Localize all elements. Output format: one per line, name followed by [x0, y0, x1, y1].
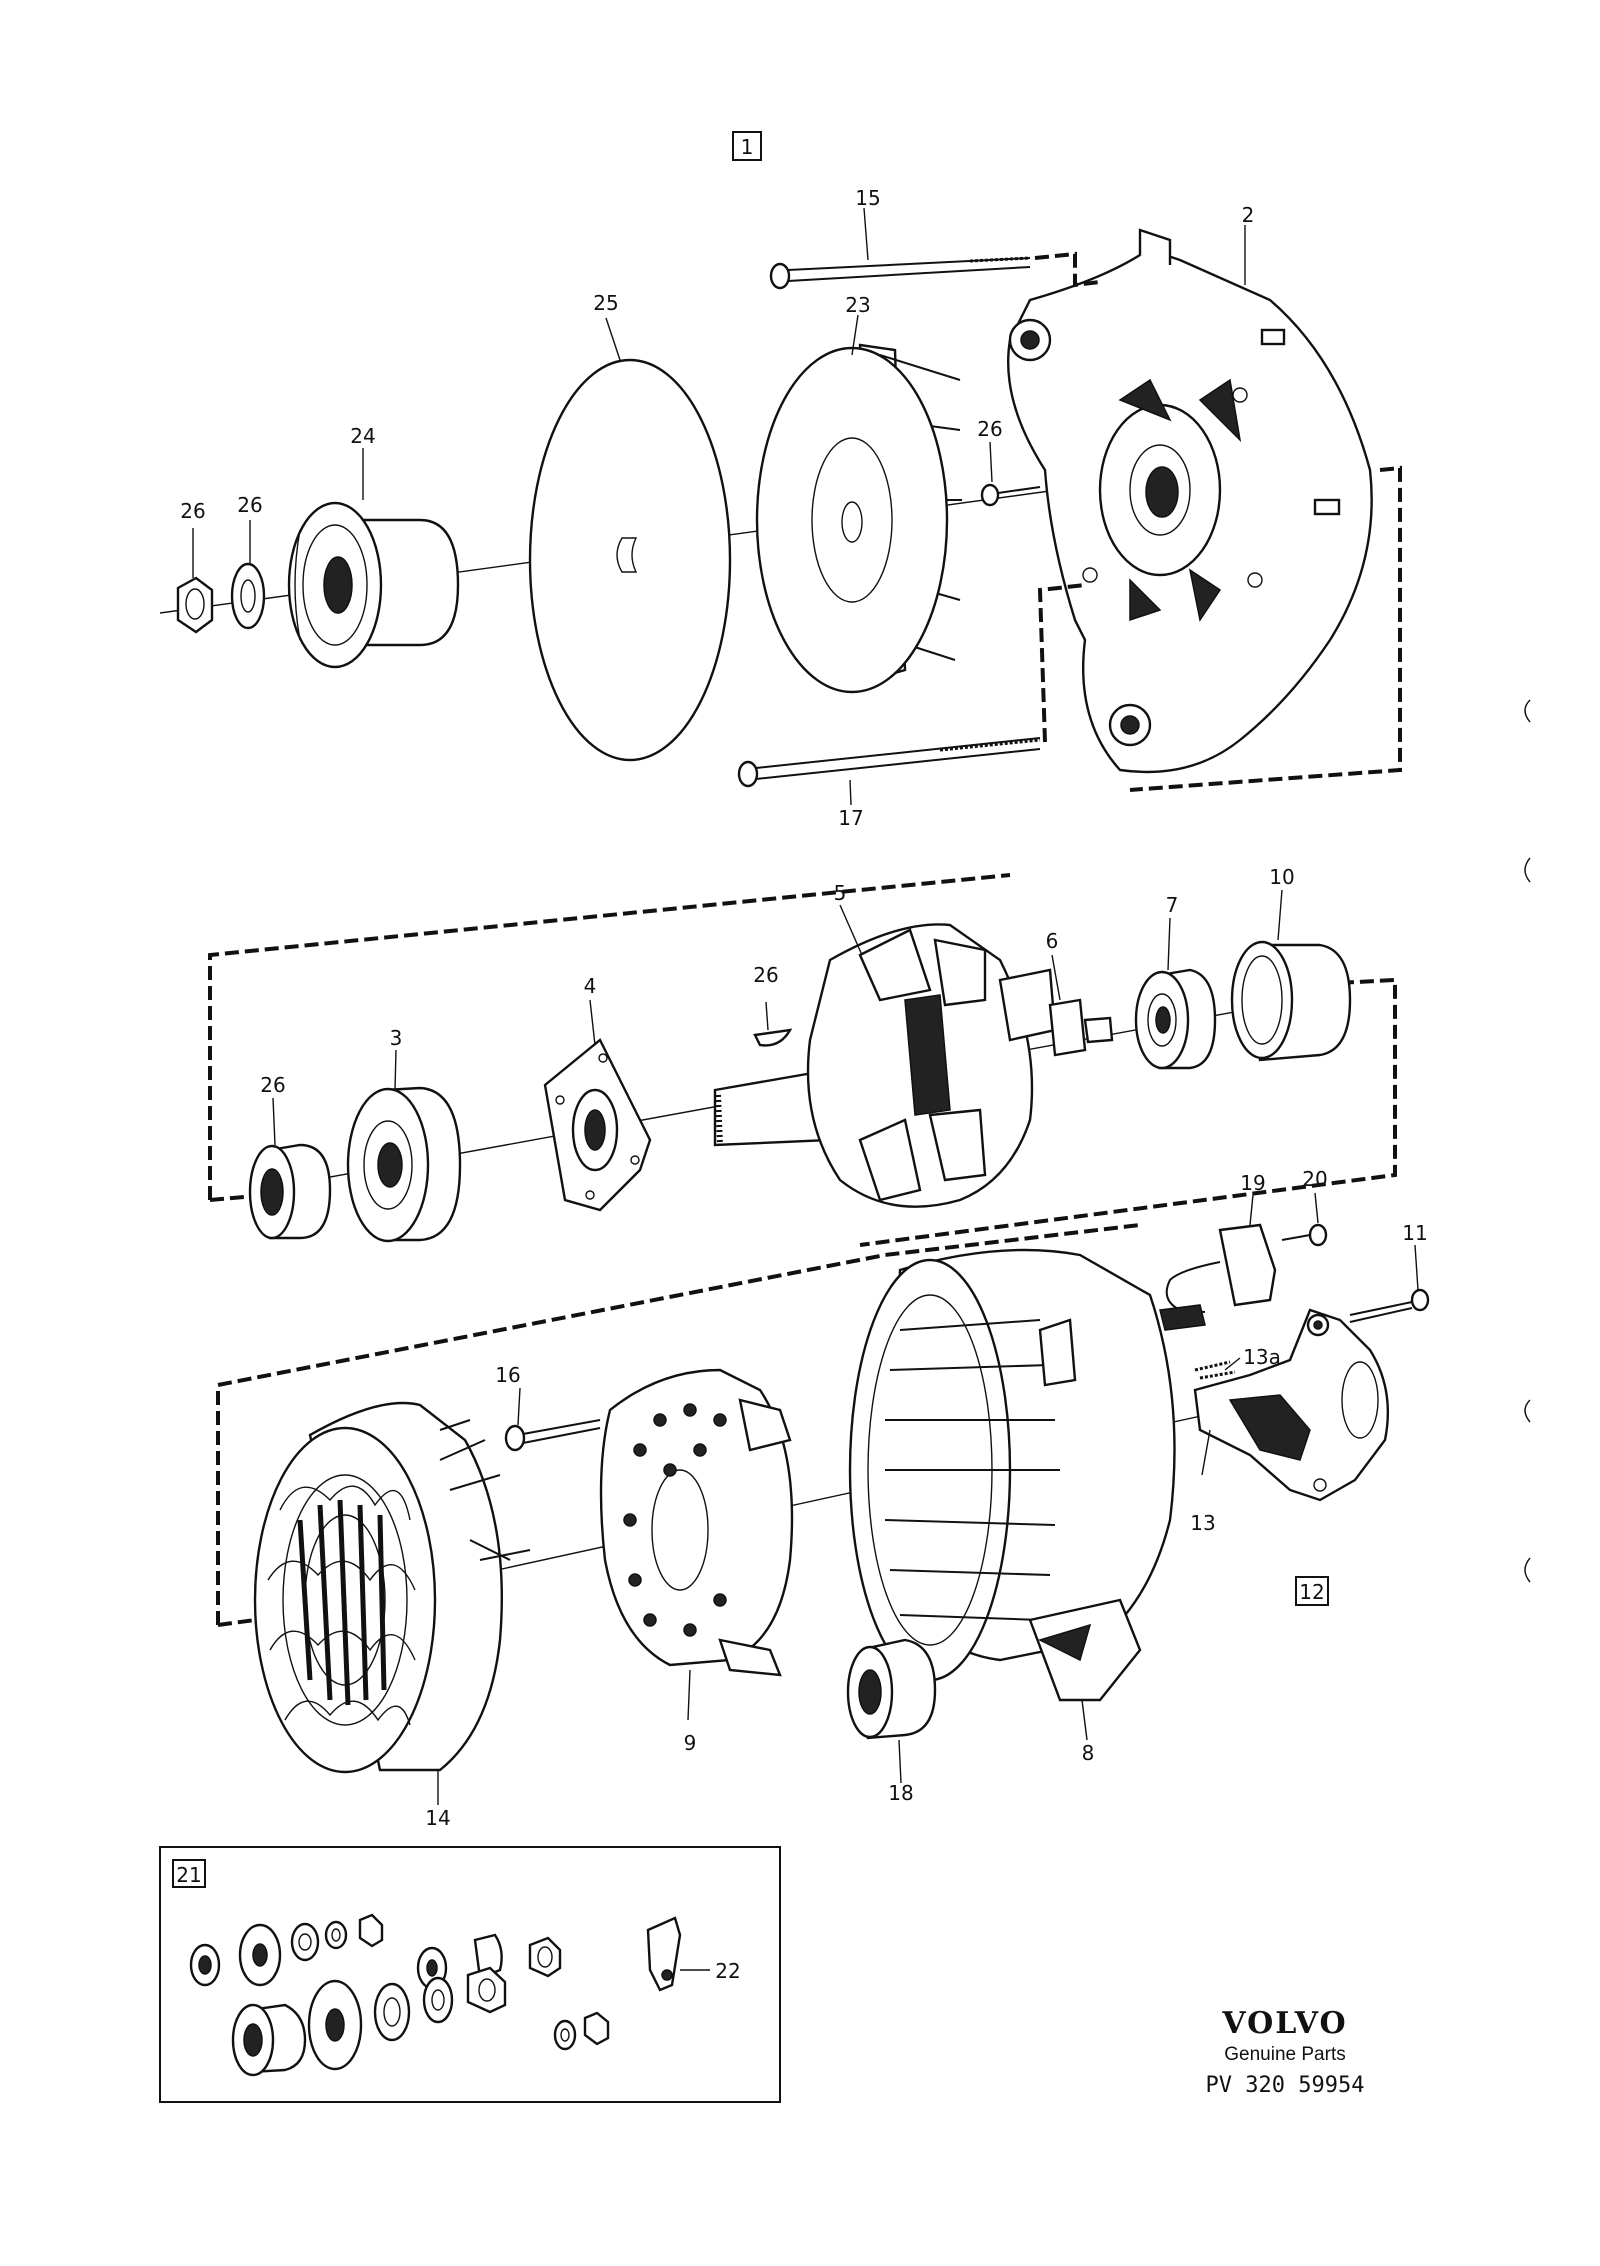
fan-part: [755, 343, 962, 694]
label-13: 13: [1190, 1511, 1215, 1535]
label-19: 19: [1240, 1171, 1265, 1195]
label-20: 20: [1302, 1167, 1327, 1191]
kit-small-parts: [189, 1913, 610, 2077]
terminal-lug-part: [646, 1916, 710, 1992]
capacitor-part: [1159, 1223, 1277, 1331]
housing-bushing-part: [846, 1638, 937, 1740]
label-5: 5: [834, 881, 847, 905]
capacitor-screw-part: [1281, 1223, 1328, 1247]
label-3: 3: [390, 1026, 403, 1050]
through-bolt-lower: [737, 737, 1041, 788]
label-22: 22: [715, 1959, 740, 1983]
spacer-disc-part: [528, 358, 732, 762]
group-12-marker: 12: [1295, 1576, 1329, 1606]
brand-logo: VOLVO: [1221, 2006, 1347, 2041]
through-bolt-upper: [769, 256, 1031, 290]
washer-part: [230, 562, 266, 630]
label-26-bushing: 26: [260, 1073, 285, 1097]
bushing-part: [248, 1143, 332, 1240]
bearing-rear-part: [346, 1086, 462, 1243]
label-2: 2: [1242, 203, 1255, 227]
label-25: 25: [593, 291, 618, 315]
label-10: 10: [1269, 865, 1294, 889]
row1-dash-right: [1129, 465, 1402, 792]
row1-dash-upper: [1034, 251, 1101, 288]
catalog-code: PV 320 59954: [1206, 2073, 1365, 2098]
label-26-nut: 26: [180, 499, 205, 523]
label-23: 23: [845, 293, 870, 317]
rectifier-screw-part: [504, 1419, 601, 1452]
woodruff-key-part: [753, 1028, 793, 1047]
bearing-cover-ring-part: [1230, 940, 1352, 1062]
group-12-label: 12: [1299, 1580, 1324, 1604]
bearing-front-part: [1134, 968, 1217, 1070]
rotor-part: [713, 923, 1114, 1208]
label-26-washer: 26: [237, 493, 262, 517]
label-16: 16: [495, 1363, 520, 1387]
group-1-label: 1: [741, 135, 754, 159]
row3-dash-top: [216, 1223, 1141, 1625]
label-7: 7: [1166, 893, 1179, 917]
label-9: 9: [684, 1731, 697, 1755]
label-18: 18: [888, 1781, 913, 1805]
label-13a: 13a: [1243, 1345, 1281, 1369]
slip-ring-housing-part: [848, 1248, 1176, 1702]
label-6: 6: [1046, 929, 1059, 953]
label-15: 15: [855, 186, 880, 210]
stator-part: [253, 1401, 531, 1774]
label-4: 4: [584, 974, 597, 998]
label-8: 8: [1082, 1741, 1095, 1765]
group-21-label: 21: [176, 1863, 201, 1887]
label-17: 17: [838, 806, 863, 830]
nut-part: [176, 576, 214, 634]
retainer-plate-part: [543, 1038, 652, 1212]
brand-block: VOLVO Genuine Parts PV 320 59954: [1206, 2006, 1365, 2098]
voltage-regulator-part: [1193, 1308, 1390, 1502]
rectifier-plate-part: [599, 1368, 794, 1677]
margin-marks: [1524, 699, 1531, 1583]
group-1-marker: 1: [732, 131, 762, 161]
label-11: 11: [1402, 1221, 1427, 1245]
pulley-part: [287, 501, 460, 669]
kit-21-box: 21: [159, 1846, 781, 2103]
drive-end-housing-part: [1006, 228, 1373, 774]
label-26-screw: 26: [977, 417, 1002, 441]
row3-axis: [359, 1389, 1321, 1601]
row1-dash-lower: [1037, 583, 1086, 743]
small-screw-part: [980, 483, 1041, 507]
row2-dash-top: [208, 873, 1011, 1200]
label-26-key: 26: [753, 963, 778, 987]
regulator-screw-part: [1349, 1288, 1430, 1323]
label-24: 24: [350, 424, 375, 448]
label-14: 14: [425, 1806, 450, 1830]
brand-tagline: Genuine Parts: [1224, 2044, 1345, 2065]
